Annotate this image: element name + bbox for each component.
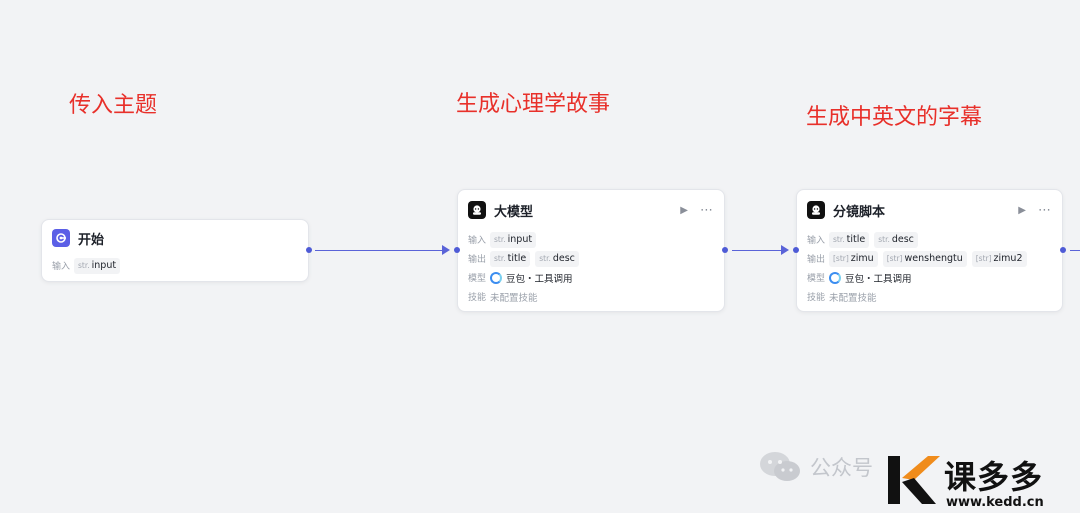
start-input-row: 输入 str. input <box>42 256 308 275</box>
edge-arrowhead <box>442 245 450 255</box>
type-label: [str] <box>975 254 992 263</box>
type-label: str. <box>539 254 551 263</box>
model-value: 豆包・工具调用 <box>506 273 573 285</box>
edge-arrowhead <box>781 245 789 255</box>
wechat-icon <box>760 452 800 481</box>
input-chip: str. desc <box>874 231 918 248</box>
llm-robot-icon <box>468 201 486 219</box>
doubao-model-icon <box>829 271 841 284</box>
output-chip: str. title <box>490 250 531 267</box>
annotation-topic: 传入主题 <box>69 93 158 118</box>
output-chip: [str] zimu2 <box>971 250 1027 267</box>
output-chip: [str] zimu <box>829 250 878 267</box>
output-chip: [str] wenshengtu <box>882 250 967 267</box>
model-value: 豆包・工具调用 <box>845 273 912 285</box>
param-name: title <box>846 234 866 245</box>
kedd-k-logo-icon <box>888 456 940 504</box>
model-label: 模型 <box>807 274 826 284</box>
param-name: wenshengtu <box>904 253 963 264</box>
type-label: str. <box>878 235 890 244</box>
llm-input-row: 输入 str. input <box>458 230 724 249</box>
script-input-row: 输入 str. title str. desc <box>797 230 1062 249</box>
type-label: str. <box>78 261 90 270</box>
play-icon[interactable]: ▶ <box>1018 204 1026 216</box>
llm-output-row: 输出 str. title str. desc <box>458 249 724 268</box>
edge-script-next <box>1070 249 1080 251</box>
doubao-model-icon <box>490 271 502 284</box>
start-node-title: 开始 <box>78 232 105 248</box>
start-node-icon <box>52 229 70 247</box>
script-model-row: 模型 豆包・工具调用 <box>797 268 1062 287</box>
input-chip: str. input <box>490 231 537 248</box>
param-name: title <box>507 253 527 264</box>
wechat-watermark: 公众号 <box>758 450 873 484</box>
input-label: 输入 <box>468 236 487 246</box>
output-label: 输出 <box>807 255 826 265</box>
edge-start-llm <box>315 249 442 251</box>
llm-model-row: 模型 豆包・工具调用 <box>458 268 724 287</box>
brand-name: 课多多 <box>944 458 1044 496</box>
script-output-row: 输出 [str] zimu [str] wenshengtu [str] zim… <box>797 249 1062 268</box>
type-label: [str] <box>833 254 849 263</box>
param-name: zimu2 <box>993 253 1023 264</box>
kedd-logo: 课多多 www.kedd.cn <box>884 452 1080 513</box>
annotation-subtitles: 生成中英文的字幕 <box>806 105 983 130</box>
param-name: desc <box>552 253 575 264</box>
param-name: input <box>91 260 117 271</box>
param-name: input <box>507 234 533 245</box>
script-node-title: 分镜脚本 <box>833 204 886 220</box>
type-label: str. <box>833 235 845 244</box>
annotation-story: 生成心理学故事 <box>456 92 611 117</box>
type-label: [str] <box>886 254 903 263</box>
more-dots-icon[interactable]: ⋯ <box>700 202 714 218</box>
param-name: desc <box>891 234 914 245</box>
play-icon[interactable]: ▶ <box>680 204 688 216</box>
script-input-port[interactable] <box>793 247 799 253</box>
input-label: 输入 <box>807 236 826 246</box>
llm-skill-row: 技能 未配置技能 <box>458 287 724 306</box>
output-label: 输出 <box>468 255 487 265</box>
brand-url: www.kedd.cn <box>946 495 1044 510</box>
script-skill-row: 技能 未配置技能 <box>797 287 1062 306</box>
llm-robot-icon <box>807 201 825 219</box>
llm-node[interactable]: 大模型 ▶ ⋯ 输入 str. input 输出 str. title str.… <box>457 189 725 312</box>
script-output-port[interactable] <box>1060 247 1066 253</box>
start-output-port[interactable] <box>306 247 312 253</box>
skill-value: 未配置技能 <box>829 292 877 304</box>
skill-label: 技能 <box>468 293 487 303</box>
edge-llm-script <box>732 249 781 251</box>
llm-input-port[interactable] <box>454 247 460 253</box>
account-prefix: 公众号 <box>810 456 873 480</box>
input-chip: str. input <box>74 257 121 274</box>
param-name: zimu <box>850 253 874 264</box>
script-node[interactable]: 分镜脚本 ▶ ⋯ 输入 str. title str. desc 输出 [str… <box>796 189 1063 312</box>
model-label: 模型 <box>468 274 487 284</box>
llm-node-title: 大模型 <box>494 204 534 220</box>
skill-label: 技能 <box>807 293 826 303</box>
type-label: str. <box>494 235 506 244</box>
llm-output-port[interactable] <box>722 247 728 253</box>
type-label: str. <box>494 254 506 263</box>
more-dots-icon[interactable]: ⋯ <box>1038 202 1052 218</box>
output-chip: str. desc <box>535 250 579 267</box>
start-node[interactable]: 开始 输入 str. input <box>41 219 309 282</box>
input-label: 输入 <box>52 262 71 272</box>
input-chip: str. title <box>829 231 870 248</box>
skill-value: 未配置技能 <box>490 292 538 304</box>
